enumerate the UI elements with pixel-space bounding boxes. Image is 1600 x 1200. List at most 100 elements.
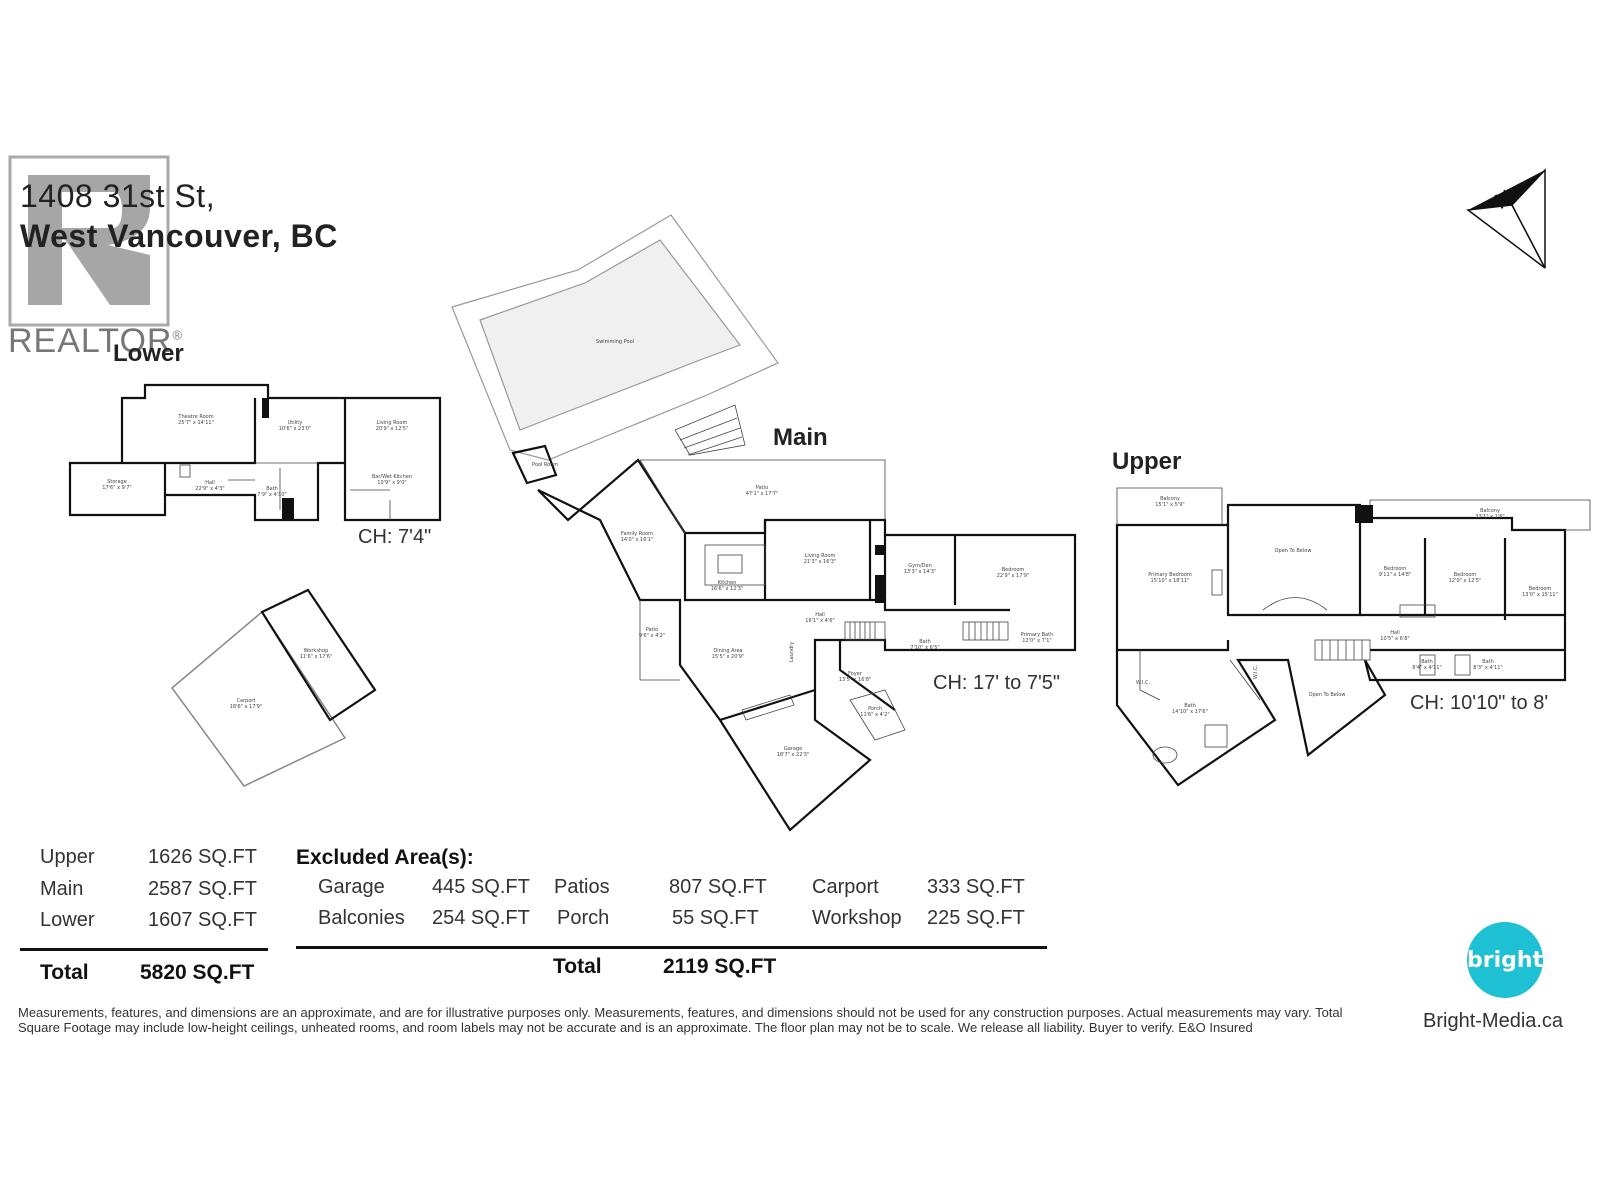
main-floor-plan: Swimming Pool Pool Room bbox=[451, 214, 1077, 832]
room-dims: 9'11" x 14'8" bbox=[1379, 572, 1412, 578]
room-dims: 47'1" x 17'7" bbox=[746, 491, 779, 497]
lower-floor-label: Lower bbox=[113, 340, 184, 367]
room-dims: 14'0" x 16'1" bbox=[621, 537, 654, 543]
room-label: W.I.C. bbox=[1136, 680, 1151, 686]
room-label: Porch bbox=[868, 706, 882, 712]
room-label: Workshop bbox=[304, 648, 329, 654]
room-dims: 10'5" x 6'8" bbox=[1380, 636, 1409, 642]
room-dims: 8'3" x 4'11" bbox=[1473, 665, 1502, 671]
brand-website: Bright-Media.ca bbox=[1423, 1010, 1564, 1032]
room-dims: 12'0" x 12'5" bbox=[1449, 578, 1482, 584]
excluded-heading: Excluded Area(s): bbox=[296, 846, 474, 869]
area-value: 2587 SQ.FT bbox=[148, 878, 257, 900]
room-dims: 16'1" x 4'6" bbox=[805, 618, 834, 624]
room-label: Gym/Den bbox=[908, 563, 931, 569]
room-dims: 17'6" x 9'7" bbox=[102, 485, 131, 491]
excluded-value: 225 SQ.FT bbox=[927, 907, 1025, 929]
room-label: Balcony bbox=[1160, 496, 1180, 502]
room-label: Bath bbox=[1482, 659, 1494, 665]
excluded-total-label: Total bbox=[553, 955, 602, 978]
bright-media-logo: bright bbox=[1467, 922, 1543, 998]
room-dims: 16'6" x 12'3" bbox=[711, 586, 744, 592]
room-label: Primary Bedroom bbox=[1148, 572, 1192, 578]
room-label: Bedroom bbox=[1454, 572, 1477, 578]
room-label: Bedroom bbox=[1384, 566, 1407, 572]
area-label: Upper bbox=[40, 846, 95, 868]
realtor-watermark: REALTOR® bbox=[8, 322, 183, 361]
room-dims: 21'3" x 16'3" bbox=[804, 559, 837, 565]
room-dims: 8'4" x 4'11" bbox=[1412, 665, 1441, 671]
room-dims: 18'6" x 17'9" bbox=[230, 704, 263, 710]
room-label: W.I.C. bbox=[1253, 665, 1259, 680]
excluded-value: 55 SQ.FT bbox=[672, 907, 759, 929]
room-label: Open To Below bbox=[1309, 692, 1346, 698]
excluded-label: Workshop bbox=[812, 907, 902, 929]
room-label: Bath bbox=[1184, 703, 1196, 709]
upper-floor-label: Upper bbox=[1112, 448, 1182, 475]
total-label: Total bbox=[40, 961, 89, 984]
upper-ceiling-height: CH: 10'10" to 8' bbox=[1410, 692, 1549, 714]
room-dims: 7'9" x 4'10" bbox=[257, 492, 286, 498]
excluded-total-value: 2119 SQ.FT bbox=[663, 955, 777, 978]
room-label: Storage bbox=[107, 479, 127, 485]
room-label: Open To Below bbox=[1275, 548, 1312, 554]
room-label: Hall bbox=[205, 480, 215, 486]
excluded-label: Carport bbox=[812, 876, 879, 898]
realtor-logo bbox=[8, 155, 170, 327]
room-dims: 9'6" x 4'2" bbox=[639, 633, 665, 639]
room-dims: 14'10" x 17'6" bbox=[1172, 709, 1208, 715]
main-ceiling-height: CH: 17' to 7'5" bbox=[933, 672, 1061, 694]
disclaimer-text: Measurements, features, and dimensions a… bbox=[18, 1005, 1343, 1035]
room-label: Hall bbox=[815, 612, 825, 618]
divider bbox=[296, 946, 1047, 949]
room-dims: 10'6" x 23'0" bbox=[279, 426, 312, 432]
room-dims: 15'5" x 20'9" bbox=[712, 654, 745, 660]
excluded-value: 807 SQ.FT bbox=[669, 876, 767, 898]
room-label: Patio bbox=[756, 485, 768, 491]
room-label: Bath bbox=[1421, 659, 1433, 665]
excluded-label: Patios bbox=[554, 876, 610, 898]
room-dims: 15'1" x 5'9" bbox=[1155, 502, 1184, 508]
room-dims: 18'7" x 22'3" bbox=[777, 752, 810, 758]
room-dims: 11'6" x 17'6" bbox=[300, 654, 333, 660]
room-dims: 15'10" x 18'11" bbox=[1151, 578, 1190, 584]
room-dims: 11'6" x 4'2" bbox=[860, 712, 889, 718]
room-label: Balcony bbox=[1480, 508, 1500, 514]
excluded-label: Balconies bbox=[318, 907, 405, 929]
excluded-value: 254 SQ.FT bbox=[432, 907, 530, 929]
bright-logo-text: bright bbox=[1466, 947, 1544, 973]
room-label: Foyer bbox=[848, 671, 863, 677]
room-label: Kitchen bbox=[718, 580, 737, 586]
room-label: Bath bbox=[919, 639, 931, 645]
room-dims: 25'7" x 14'11" bbox=[178, 420, 214, 426]
room-label: Family Room bbox=[621, 531, 653, 537]
excluded-value: 445 SQ.FT bbox=[432, 876, 530, 898]
room-dims: 22'9" x 17'9" bbox=[997, 573, 1030, 579]
room-dims: 7'10" x 6'5" bbox=[910, 645, 939, 651]
room-label: Primary Bath bbox=[1021, 632, 1054, 638]
room-label: Patio bbox=[646, 627, 658, 633]
upper-floor-plan: Balcony 15'1" x 5'9" Primary Bedroom 15'… bbox=[1115, 487, 1591, 787]
room-dims: 13'3" x 14'3" bbox=[904, 569, 937, 575]
room-dims: 10'9" x 9'0" bbox=[377, 480, 406, 486]
room-label: Theatre Room bbox=[177, 414, 213, 420]
area-value: 1607 SQ.FT bbox=[148, 909, 257, 931]
room-dims: 13'5" x 16'8" bbox=[839, 677, 872, 683]
room-label: Living Room bbox=[377, 420, 408, 426]
room-dims: 13'0" x 15'11" bbox=[1522, 592, 1558, 598]
room-label: Utility bbox=[288, 420, 303, 426]
realtor-watermark-text: REALTOR bbox=[8, 322, 173, 360]
area-value: 1626 SQ.FT bbox=[148, 846, 257, 868]
excluded-label: Garage bbox=[318, 876, 385, 898]
room-label: Bedroom bbox=[1002, 567, 1025, 573]
room-label: Laundry bbox=[789, 642, 795, 662]
room-label: Hall bbox=[1390, 630, 1400, 636]
divider bbox=[20, 948, 268, 951]
room-label: Pool Room bbox=[532, 462, 558, 468]
area-label: Main bbox=[40, 878, 84, 900]
carport-workshop-plan: Carport 18'6" x 17'9" Workshop 11'6" x 1… bbox=[170, 588, 377, 787]
lower-floor-plan: Theatre Room 25'7" x 14'11" Utility 10'6… bbox=[68, 383, 442, 522]
address-line-2: West Vancouver, BC bbox=[20, 218, 338, 254]
room-label: Bath bbox=[266, 486, 278, 492]
